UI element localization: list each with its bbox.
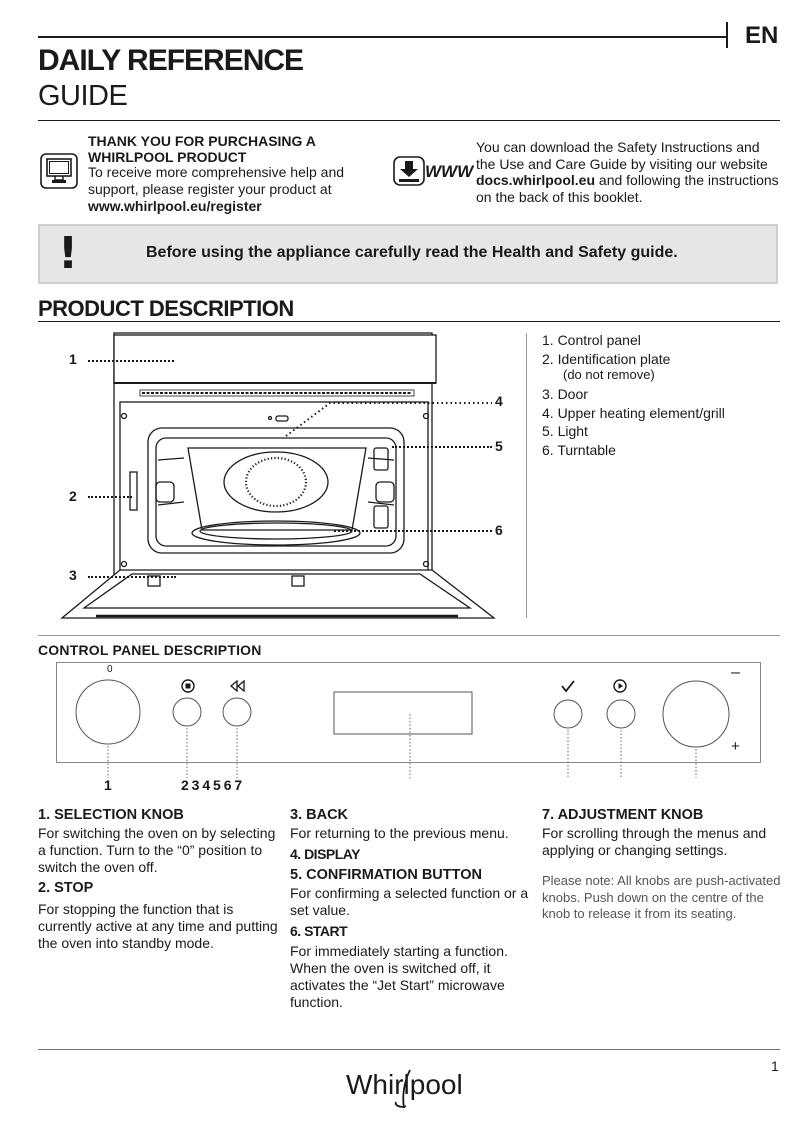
knob-label-2-7: 2 3 4 5 6 7 (181, 777, 242, 793)
control-panel-rule (38, 635, 780, 636)
legend-item-note: (do not remove) (563, 367, 655, 382)
register-link[interactable]: www.whirlpool.eu/register (88, 198, 262, 214)
desc-column-2: 3. BACK For returning to the previous me… (290, 807, 530, 1011)
callout-4: 4 (495, 393, 503, 409)
minus-mark: – (731, 664, 740, 681)
start-body: For immediately starting a function. Whe… (290, 943, 508, 1010)
legend-item: 3. Door (542, 386, 588, 402)
callout-5: 5 (495, 438, 503, 454)
footer-rule (38, 1049, 780, 1050)
product-divider (526, 333, 527, 618)
warning-text: Before using the appliance carefully rea… (146, 244, 678, 261)
start-icon (613, 679, 627, 693)
adjustment-knob-body: For scrolling through the menus and appl… (542, 825, 767, 858)
www-icon-text: WWW (425, 162, 474, 181)
legend-item: 6. Turntable (542, 441, 616, 458)
back-title: 3. BACK (290, 807, 349, 823)
legend-item: 4. Upper heating element/grill (542, 404, 725, 421)
selection-knob-title: 1. SELECTION KNOB (38, 807, 184, 823)
control-panel-heading: CONTROL PANEL DESCRIPTION (38, 642, 262, 658)
download-text: You can download the Safety Instructions… (476, 139, 768, 172)
download-text-end: and following the instructions on the ba… (476, 172, 779, 205)
product-legend: 1. Control panel 2. Identification plate… (542, 331, 725, 459)
stop-icon (181, 679, 195, 693)
computer-icon (40, 153, 78, 189)
register-text: To receive more comprehensive help and s… (88, 164, 345, 197)
legend-item: 2. Identification plate (542, 350, 671, 367)
download-body: You can download the Safety Instructions… (476, 139, 781, 205)
product-heading-rule (38, 321, 780, 322)
confirm-title: 5. CONFIRMATION BUTTON (290, 867, 482, 883)
callout-1: 1 (69, 351, 77, 367)
legend-item: 5. Light (542, 423, 588, 439)
confirm-body: For confirming a selected function or a … (290, 885, 529, 918)
page-number: 1 (771, 1058, 779, 1074)
stop-title: 2. STOP (38, 880, 94, 896)
top-rule-tick (726, 22, 728, 48)
register-title: THANK YOU FOR PURCHASING A WHIRLPOOL PRO… (88, 133, 316, 165)
callout-leader-6 (334, 530, 492, 532)
top-rule (38, 36, 728, 38)
whirlpool-logo: Whirlpool (346, 1062, 476, 1117)
download-link[interactable]: docs.whirlpool.eu (476, 172, 596, 188)
page-title: DAILY REFERENCE (38, 44, 304, 77)
adjustment-knob-title: 7. ADJUSTMENT KNOB (542, 807, 704, 823)
knob-note: Please note: All knobs are push-activate… (542, 873, 781, 921)
callout-2: 2 (69, 488, 77, 504)
back-icon (230, 680, 245, 692)
selection-knob-body: For switching the oven on by selecting a… (38, 825, 276, 875)
page-subtitle: GUIDE (38, 80, 128, 112)
zero-mark: 0 (107, 664, 113, 675)
title-rule (38, 120, 780, 121)
plus-mark: + (731, 738, 740, 755)
callout-6: 6 (495, 522, 503, 538)
start-title: 6. START (290, 923, 348, 939)
oven-illustration (60, 332, 496, 619)
check-icon (561, 680, 575, 693)
register-body: To receive more comprehensive help and s… (88, 164, 388, 215)
stop-body: For stopping the function that is curren… (38, 901, 278, 951)
exclamation-icon: ! (58, 228, 79, 279)
display-title: 4. DISPLAY (290, 846, 360, 862)
legend-item: 1. Control panel (542, 332, 641, 348)
product-heading: PRODUCT DESCRIPTION (38, 296, 294, 321)
callout-3: 3 (69, 567, 77, 583)
callout-leader-5 (392, 446, 492, 448)
back-body: For returning to the previous menu. (290, 825, 509, 841)
desc-column-3: 7. ADJUSTMENT KNOB For scrolling through… (542, 807, 782, 923)
download-www-icon (393, 156, 425, 186)
callout-leader-2 (88, 496, 132, 498)
warning-box (38, 224, 778, 284)
knob-label-1: 1 (104, 777, 112, 793)
callout-leader-4 (285, 402, 492, 437)
callout-leader-1 (88, 360, 174, 362)
callout-leader-3 (88, 576, 176, 578)
desc-column-1: 1. SELECTION KNOB For switching the oven… (38, 807, 278, 952)
language-badge: EN (745, 22, 779, 49)
control-panel-diagram (56, 662, 761, 778)
